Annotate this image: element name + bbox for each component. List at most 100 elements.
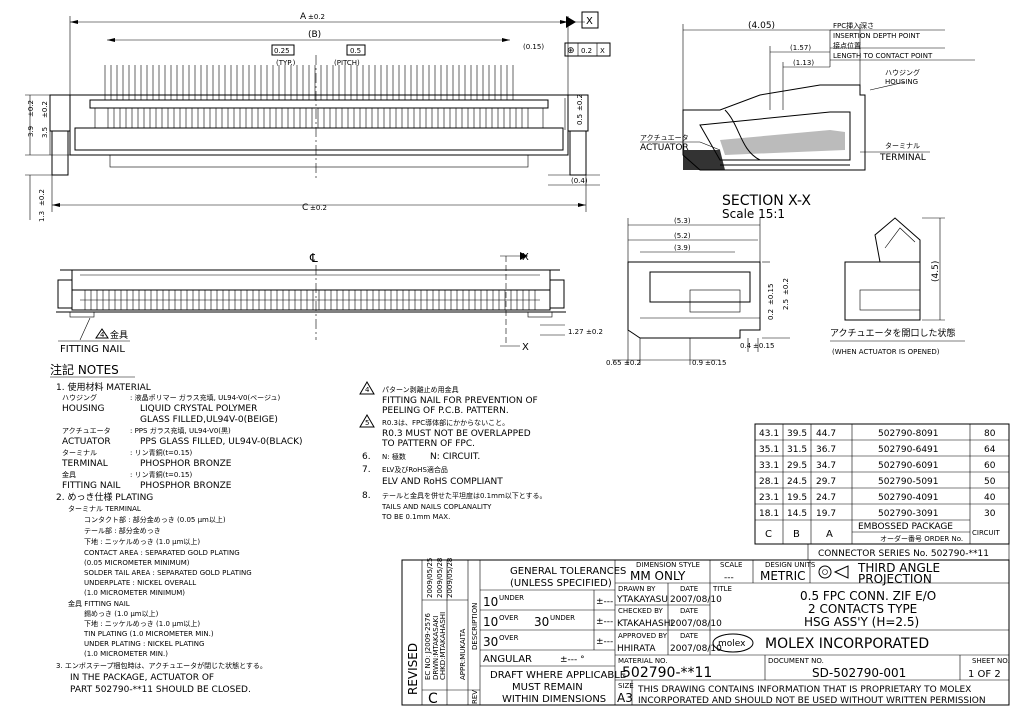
- side-dim-09-tol: ±0.15: [705, 359, 726, 367]
- cell-r4-a: 24.7: [816, 493, 836, 503]
- dim-015: (0.15): [523, 43, 544, 51]
- dim-113: (1.13): [793, 59, 814, 67]
- note-7-jp: ELV及びRoHS適合品: [382, 465, 448, 474]
- note-8-jp: テールと金具を併せた平坦度は0.1mm以下とする。: [382, 491, 547, 500]
- top-pins: [104, 65, 529, 128]
- dim-c-tol: ±0.2: [310, 204, 327, 212]
- housing-jp: ハウジング: [885, 68, 920, 77]
- scale-label: SCALE: [720, 561, 742, 569]
- side-dim-065: 0.65: [606, 359, 622, 367]
- typ-label: (TYP.): [276, 59, 296, 67]
- draft-1: DRAFT WHERE APPLICABLE: [490, 670, 626, 681]
- rev-drawn: DRWN:MTAKASAKI: [432, 616, 440, 680]
- open-label-en: (WHEN ACTUATOR IS OPENED): [832, 348, 940, 356]
- approved-by-name: HHIRATA: [617, 644, 656, 654]
- size-label: SIZE: [618, 682, 634, 690]
- draft-2: MUST REMAIN: [512, 682, 583, 693]
- drawn-by-name: YTAKAYASU: [616, 595, 668, 605]
- note-2-l13: コンタクト部 : 部分金めっき (0.05 μm以上): [84, 515, 226, 524]
- tol1-a: 10: [483, 595, 498, 609]
- header-a: A: [826, 529, 833, 540]
- tol1-b: UNDER: [499, 594, 524, 602]
- side-dim-53: (5.3): [674, 217, 691, 225]
- checked-by-date: 2007/08/10: [670, 619, 722, 629]
- front-view: ℄ X X 1.27 ±0.2 4 金具 FITTING NAIL: [56, 251, 603, 355]
- note-2-l19: UNDERPLATE : NICKEL OVERALL: [84, 579, 196, 587]
- top-view: A ±0.2 X (B) 0.25 0.5 (TYP.) (PITCH) (0.…: [25, 11, 611, 222]
- note-1-actuator-jp: アクチュエータ: [62, 426, 111, 435]
- pitch-box-05: 0.5: [350, 47, 361, 55]
- cell-r2-circuit: 60: [984, 461, 996, 471]
- cell-r0-order: 502790-8091: [878, 429, 939, 439]
- cell-r3-circuit: 50: [984, 477, 996, 487]
- cell-r5-circuit: 30: [984, 509, 996, 519]
- note-2-l20: (1.0 MICROMETER MINIMUM): [84, 589, 185, 597]
- note-1-nail-jp: 金具: [62, 470, 76, 479]
- note-2-l22: 錫めっき (1.0 μm以上): [84, 609, 159, 618]
- ec-number: EC NO: J2009-2576: [424, 612, 432, 680]
- section-arrow-x-bottom: X: [522, 342, 529, 353]
- dim-157: (1.57): [790, 44, 811, 52]
- dim-b: (B): [308, 30, 321, 40]
- header-package: EMBOSSED PACKAGE: [858, 522, 953, 532]
- cell-r0-c: 43.1: [759, 429, 779, 439]
- note-1-terminal-val: PHOSPHOR BRONZE: [140, 459, 232, 469]
- header-b: B: [793, 529, 800, 540]
- note-2-l17: (0.05 MICROMETER MINIMUM): [84, 559, 190, 567]
- document-label: DOCUMENT NO.: [768, 657, 824, 665]
- gdt-symbol: ⊕: [567, 46, 575, 56]
- dim-39: 3.9: [27, 126, 35, 137]
- note-1-terminal-jp: ターミナル: [62, 448, 97, 457]
- notes-title: 注記 NOTES: [50, 362, 119, 377]
- section-scale: Scale 15:1: [722, 207, 785, 221]
- note-5-mark: 5: [365, 419, 369, 427]
- side-dim-02: 0.2: [767, 309, 775, 320]
- note-1-housing: HOUSING: [62, 404, 105, 414]
- cell-r5-order: 502790-3091: [878, 509, 939, 519]
- section-arrow-x-top: X: [522, 252, 529, 263]
- terminal-en: TERMINAL: [879, 153, 926, 163]
- note-2-l15: 下地 : ニッケルめっき (1.0 μm以上): [84, 537, 200, 546]
- approved-by-label: APPROVED BY: [618, 632, 668, 640]
- projection-1: THIRD ANGLE: [857, 561, 940, 575]
- checked-by-label: CHECKED BY: [618, 607, 664, 615]
- note-2-nail: 金具 FITTING NAIL: [68, 599, 130, 608]
- general-tolerances: GENERAL TOLERANCES: [510, 566, 626, 577]
- side-dim-25: 2.5: [782, 299, 790, 310]
- cell-r5-a: 19.7: [816, 509, 836, 519]
- cell-r3-c: 28.1: [759, 477, 779, 487]
- note-1-terminal-jp-val: : リン青銅(t=0.15): [130, 448, 193, 457]
- note-2-l24: TIN PLATING (1.0 MICROMETER MIN.): [83, 630, 214, 638]
- nail-label: FITTING NAIL: [60, 344, 125, 355]
- cell-r1-order: 502790-6491: [878, 445, 939, 455]
- revised-label: REVISED: [406, 643, 420, 695]
- side-view: (5.3) (5.2) (3.9) 0.2 ±0.15 2.5 ±0.2 0.4…: [606, 217, 790, 367]
- note-3: 3. エンボステープ梱包時は、アクチュエータが閉じた状態とする。: [56, 661, 267, 670]
- note-2-l16: CONTACT AREA : SEPARATED GOLD PLATING: [84, 549, 240, 557]
- side-dim-065-tol: ±0.2: [624, 359, 641, 367]
- tol2-d: UNDER: [550, 614, 575, 622]
- note-1-actuator-val: PPS GLASS FILLED, UL94V-0(BLACK): [140, 437, 303, 447]
- dim-05: 0.5: [576, 114, 584, 125]
- rev-date-3: 2009/05/28: [446, 558, 454, 598]
- molex-logo: molex: [718, 639, 746, 649]
- circuit-table: 43.1 39.5 44.7 502790-8091 80 35.1 31.5 …: [754, 423, 1010, 561]
- drawn-date-label: DATE: [680, 585, 698, 593]
- note-1-housing-val: LIQUID CRYSTAL POLYMER: [140, 404, 257, 414]
- cell-r3-b: 24.5: [787, 477, 807, 487]
- nail-mark: 4: [100, 331, 105, 339]
- note-4-jp: パターン剥離止め用金具: [382, 385, 459, 394]
- note-1-nail-val: PHOSPHOR BRONZE: [140, 481, 232, 491]
- unless-specified: (UNLESS SPECIFIED): [510, 578, 612, 589]
- checked-by-name: KTAKAHASHI: [617, 619, 673, 629]
- side-dim-52: (5.2): [674, 232, 691, 240]
- side-dim-02-tol: ±0.15: [767, 284, 775, 305]
- pitch-label: (PITCH): [334, 59, 360, 67]
- note-8-num: 8.: [362, 491, 371, 501]
- dim-c: C: [302, 203, 308, 213]
- note-1: 1. 使用材料 MATERIAL: [56, 381, 151, 393]
- scale-value: ---: [724, 573, 734, 583]
- note-1-actuator-jp-val: : PPS ガラス充填, UL94-V0(黒): [130, 426, 231, 435]
- note-5-en2: TO PATTERN OF FPC.: [381, 439, 475, 449]
- cell-r1-c: 35.1: [759, 445, 779, 455]
